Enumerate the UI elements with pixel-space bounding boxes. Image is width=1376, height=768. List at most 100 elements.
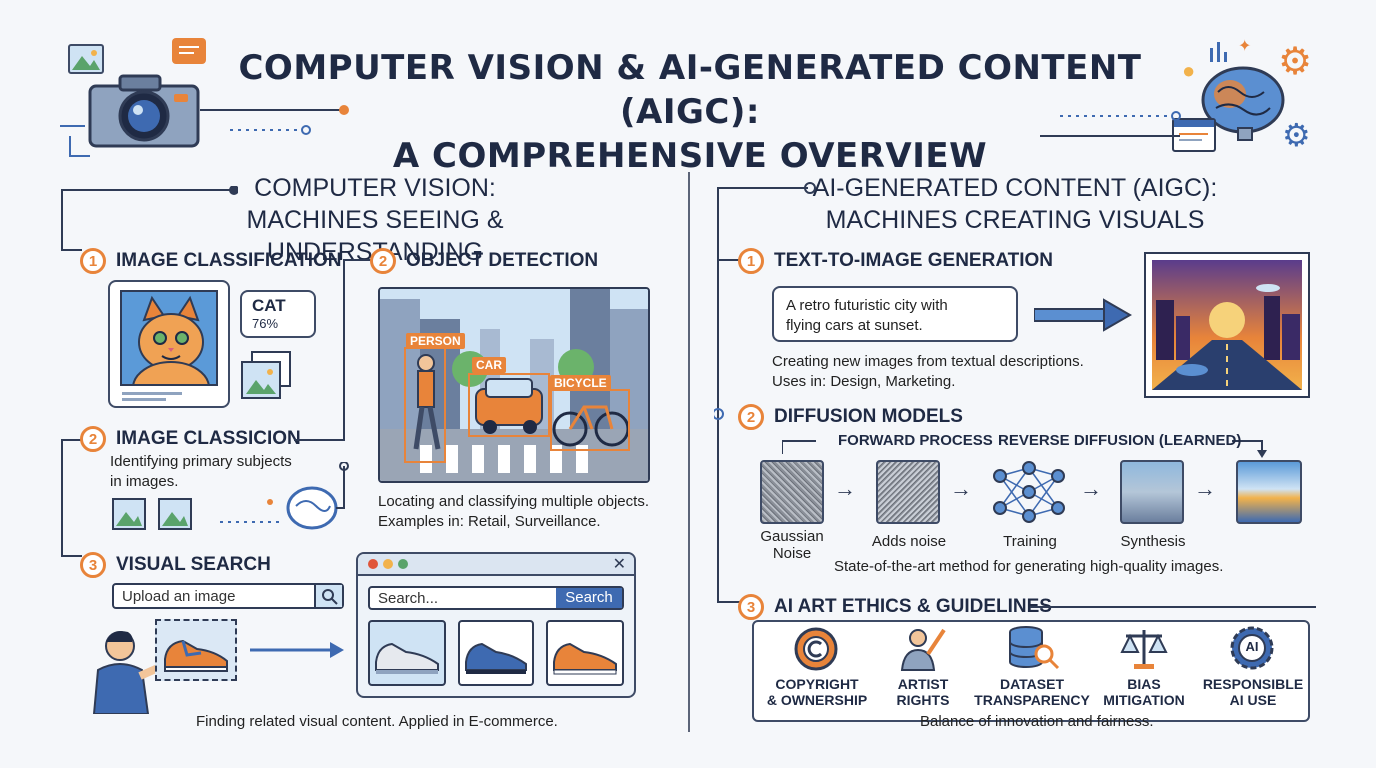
- shoe-drop-zone[interactable]: [155, 619, 237, 681]
- center-divider: [688, 172, 690, 732]
- result-thumb-2[interactable]: [458, 620, 534, 686]
- sparkle-icon: ✦: [1238, 38, 1252, 55]
- window-minimize-dot[interactable]: [383, 559, 393, 569]
- photo-icon: [68, 44, 104, 74]
- diffusion-arrow-2: →: [950, 476, 972, 501]
- person-bounding-box: [404, 347, 446, 463]
- ethics-artist-label: ARTIST RIGHTS: [878, 676, 968, 708]
- brain-network-icon: [220, 461, 350, 532]
- diffusion-desc: State-of-the-art method for generating h…: [834, 558, 1224, 575]
- aigc-title-line2: MACHINES CREATING VISUALS: [825, 206, 1205, 234]
- image-classicion-heading: IMAGE CLASSICION: [116, 428, 301, 449]
- image-classification-heading: IMAGE CLASSIFICATION: [116, 250, 342, 271]
- gear-icon-small: ⚙: [1282, 117, 1311, 153]
- final-image: [1236, 460, 1302, 524]
- object-detection-desc-line2: Examples in: Retail, Surveillance.: [378, 513, 601, 530]
- dataset-line2: TRANSPARENCY: [974, 692, 1090, 708]
- blue-shoe-image: [465, 642, 527, 674]
- brain-icon: [1198, 62, 1288, 142]
- ethics-bias-label: BIAS MITIGATION: [1094, 676, 1194, 708]
- aigc-step-2-badge: 2: [738, 404, 764, 430]
- close-icon[interactable]: ✕: [612, 556, 626, 573]
- prompt-line2: flying cars at sunset.: [786, 317, 923, 334]
- lightbulb-icon: ●: [1182, 58, 1196, 83]
- orange-shoe-image: [553, 642, 617, 675]
- cv-section-title: COMPUTER VISION: MACHINES SEEING & UNDER…: [140, 172, 610, 268]
- text-to-image-desc-line1: Creating new images from textual descrip…: [772, 353, 1084, 370]
- text-to-image-desc-line2: Uses in: Design, Marketing.: [772, 373, 956, 390]
- copyright-line1: COPYRIGHT: [775, 676, 859, 692]
- classicion-detection-connector: [290, 252, 380, 444]
- aigc-step-1-badge: 1: [738, 248, 764, 274]
- classification-result-bubble: CAT 76%: [240, 290, 316, 338]
- responsible-line1: RESPONSIBLE: [1202, 676, 1304, 692]
- ai-badge-text: AI: [1245, 639, 1259, 654]
- ethics-heading: AI ART ETHICS & GUIDELINES: [774, 596, 1052, 617]
- search-results-window: ✕ Search... Search: [356, 552, 636, 698]
- person-label: PERSON: [406, 333, 465, 349]
- visual-search-heading: VISUAL SEARCH: [116, 554, 271, 575]
- cat-photo-card: [108, 280, 230, 408]
- aigc-section-title: AI-GENERATED CONTENT (AIGC): MACHINES CR…: [800, 172, 1230, 236]
- white-shoe-image: [375, 642, 439, 674]
- step-training-label: Training: [1003, 533, 1057, 550]
- diffusion-bracket-line: [781, 432, 1272, 462]
- ethics-responsible-label: RESPONSIBLE AI USE: [1200, 676, 1306, 708]
- image-classicion-desc: Identifying primary subjects in images.: [110, 452, 330, 492]
- bicycle-label: BICYCLE: [550, 375, 611, 391]
- copyright-line2: & OWNERSHIP: [766, 692, 868, 708]
- diffusion-arrow-1: →: [834, 476, 856, 501]
- step-gaussian-noise-label: Gaussian Noise: [752, 528, 832, 562]
- reverse-diffusion-label: REVERSE DIFFUSION (LEARNED): [998, 432, 1242, 449]
- object-detection-desc: Locating and classifying multiple object…: [378, 492, 678, 532]
- diffusion-arrow-3: →: [1080, 476, 1102, 501]
- neural-network-icon: [990, 458, 1068, 526]
- cv-step-3-badge: 3: [80, 552, 106, 578]
- window-title-bar: ✕: [358, 554, 634, 576]
- artist-line1: ARTIST: [897, 676, 949, 692]
- search-icon: [322, 589, 338, 605]
- classification-confidence: 76%: [252, 316, 279, 331]
- gaussian-label-line2: Noise: [772, 545, 812, 562]
- text-to-image-heading: TEXT-TO-IMAGE GENERATION: [774, 250, 1054, 271]
- page-title: COMPUTER VISION & AI-GENERATED CONTENT (…: [190, 46, 1190, 178]
- search-arrow: [250, 640, 346, 660]
- visual-search-desc: Finding related visual content. Applied …: [196, 713, 558, 730]
- aigc-title-line1: AI-GENERATED CONTENT (AIGC):: [812, 174, 1218, 202]
- artist-line2: RIGHTS: [896, 692, 950, 708]
- aigc-step-3-badge: 3: [738, 594, 764, 620]
- result-thumb-3[interactable]: [546, 620, 624, 686]
- responsible-line2: AI USE: [1229, 692, 1277, 708]
- results-search-input[interactable]: Search...: [378, 590, 439, 607]
- text-prompt-box: A retro futuristic city with flying cars…: [772, 286, 1018, 342]
- upload-input[interactable]: Upload an image: [122, 588, 236, 605]
- cv-title-line1: COMPUTER VISION:: [254, 174, 496, 202]
- results-search-bar[interactable]: Search... Search: [368, 586, 624, 610]
- upload-search-icon-button[interactable]: [314, 585, 342, 607]
- step-synthesis-label: Synthesis: [1120, 533, 1186, 550]
- result-thumb-1[interactable]: [368, 620, 446, 686]
- ai-gear-icon: AI: [1228, 624, 1276, 672]
- cv-detection-badge: 2: [370, 248, 396, 274]
- cv-step-1-badge: 1: [80, 248, 106, 274]
- gaussian-label-line1: Gaussian: [760, 528, 824, 545]
- window-maximize-dot[interactable]: [398, 559, 408, 569]
- window-close-dot[interactable]: [368, 559, 378, 569]
- copyright-icon: [792, 626, 840, 672]
- ethics-dataset-label: DATASET TRANSPARENCY: [974, 676, 1090, 708]
- object-detection-desc-line1: Locating and classifying multiple object…: [378, 493, 649, 510]
- image-classicion-desc-line1: Identifying primary subjects: [110, 453, 292, 470]
- shoe-image: [164, 639, 228, 672]
- upload-search-bar[interactable]: Upload an image: [112, 583, 344, 609]
- results-search-button[interactable]: Search: [556, 588, 622, 608]
- thumbnail-icon-1: [112, 498, 146, 530]
- diffusion-arrow-4: →: [1194, 476, 1216, 501]
- camera-icon: [88, 72, 200, 148]
- text-to-image-desc: Creating new images from textual descrip…: [772, 352, 1132, 392]
- scales-icon: [1120, 626, 1168, 672]
- dataset-line1: DATASET: [999, 676, 1065, 692]
- thumbnail-icon-2: [158, 498, 192, 530]
- circuit-lines-right: [1040, 96, 1190, 156]
- stacked-photos-icon: [240, 350, 292, 402]
- page-title-line2: A COMPREHENSIVE OVERVIEW: [392, 136, 988, 176]
